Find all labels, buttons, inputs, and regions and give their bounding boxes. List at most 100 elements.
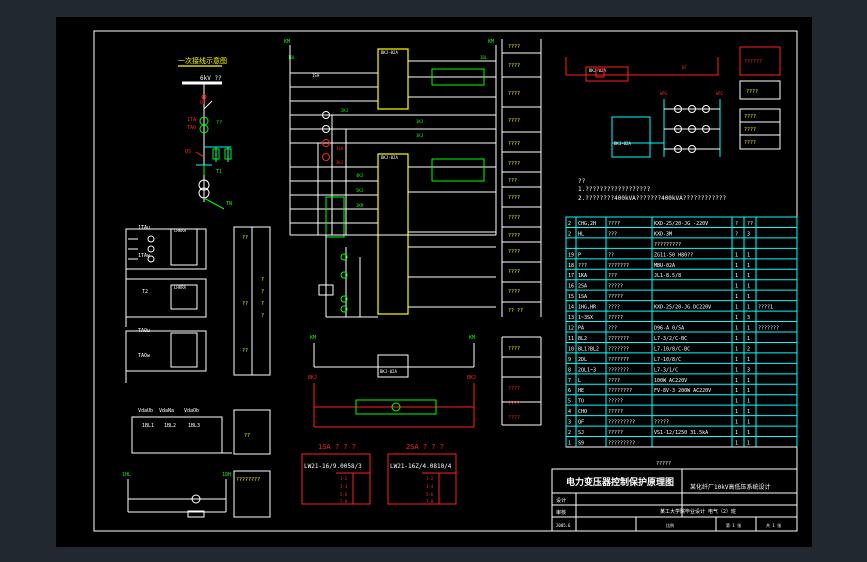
contact-4: 1SA — [336, 146, 344, 151]
tr-relay-2: BKJ-02A — [614, 141, 631, 146]
top-right-circuit: BKJ-02A QF ?????? ???? WPS WP2 BKJ-02A ?… — [565, 46, 781, 158]
materials-cell-no: 18 — [568, 263, 574, 269]
materials-cell-no: 19 — [568, 252, 574, 258]
materials-cell-unit: 1 — [747, 273, 750, 279]
materials-cell-qty: 1 — [735, 326, 738, 332]
materials-cell-name: ????????? — [608, 420, 635, 426]
materials-cell-code: BL2 — [578, 336, 587, 342]
materials-cell-spec: L7-3/2/C-BC — [654, 336, 687, 342]
materials-cell-code: 1SA — [578, 294, 587, 300]
materials-cell-unit: 2 — [747, 346, 750, 352]
materials-cell-unit: 1 — [747, 326, 750, 332]
materials-cell-qty: 1 — [735, 273, 738, 279]
bus-label: 6kV ?? — [200, 75, 222, 82]
materials-cell-unit: 1 — [747, 252, 750, 258]
materials-cell-qty: 1 — [735, 367, 738, 373]
notes-line-2: 2.????????400kVA???????400kVA???????????… — [578, 195, 726, 202]
qs-label: QS — [185, 149, 191, 155]
materials-cell-name: ???? — [608, 221, 620, 227]
materials-cell-unit: 1 — [747, 420, 750, 426]
ct-tag-3: T2 — [142, 289, 148, 295]
tr-box-4: ???? — [744, 127, 756, 133]
volt-label-2: VdaNa — [159, 408, 174, 414]
volt-label-3: VdaOb — [184, 408, 199, 414]
date-label: 2005.6 — [556, 523, 571, 528]
materials-cell-spec: L7-10/8/C-BC — [654, 346, 690, 352]
contact-7: 5KJ — [356, 188, 363, 193]
qf-label: QF — [200, 100, 206, 106]
materials-cell-code: HL — [578, 231, 584, 237]
drawing-title: 电力变压器控制保护原理图 — [566, 476, 674, 488]
materials-cell-name: ??? — [608, 231, 617, 237]
lower-right-bus: KM — [469, 335, 475, 341]
materials-cell-qty: 1 — [735, 399, 738, 405]
materials-cell-qty: 1 — [735, 430, 738, 436]
materials-cell-name: ????????? — [608, 441, 635, 447]
switch-table-2-title: 2SA ? ? ? — [406, 443, 444, 451]
ctrl-note-13: ???? — [508, 289, 520, 295]
materials-cell-qty: ? — [735, 231, 738, 237]
tr-box-1: ?????? — [744, 59, 762, 65]
materials-cell-qty: 1 — [735, 315, 738, 321]
materials-cell-name: ??????? — [608, 336, 629, 342]
materials-cell-spec: JL1-8.5/8 — [654, 273, 681, 279]
signal-circuit: 1HL 1DH ???????? — [122, 470, 271, 518]
volt-label-1: VdaUb — [138, 408, 153, 414]
materials-cell-spec: 100W AC220V — [654, 378, 687, 384]
ct-group-label-2: ?? — [242, 301, 248, 307]
materials-cell-spec: ????? — [654, 420, 669, 426]
notes-heading: ?? — [578, 178, 586, 185]
materials-cell-spec: KXD-25/20-JG DC220V — [654, 305, 711, 311]
materials-cell-spec: KXD-3M — [654, 231, 672, 237]
signal-note: ???????? — [236, 477, 260, 483]
ctrl-note-11: ???? — [508, 249, 520, 255]
materials-cell-spec: VS1-12/1250 31.5kA — [654, 430, 708, 436]
ta-label: 1TA — [187, 117, 196, 123]
materials-cell-qty: 1 — [735, 357, 738, 363]
materials-cell-code: 2QL1~3 — [578, 367, 596, 373]
materials-cell-no: 9 — [568, 357, 571, 363]
materials-cell-name: ??????? — [608, 263, 629, 269]
materials-cell-spec: L7-3/1/C — [654, 367, 678, 373]
materials-cell-unit: 1 — [747, 263, 750, 269]
materials-cell-unit: 1 — [747, 336, 750, 342]
materials-cell-name: ???????? — [608, 388, 632, 394]
materials-cell-qty: 1 — [735, 263, 738, 269]
materials-footer: ????? — [656, 461, 671, 467]
lower-note-1: ???? — [508, 346, 520, 352]
ctrl-fuse-left: 1BL — [288, 55, 296, 60]
ct-stack-1: ? — [261, 277, 264, 283]
materials-cell-code: CHO — [578, 409, 587, 415]
materials-cell-no: 5 — [568, 399, 571, 405]
materials-cell-qty: 1 — [735, 336, 738, 342]
materials-cell-unit: 3 — [747, 367, 750, 373]
signal-right-label: 1DH — [222, 472, 231, 478]
school-label: 某工大学院毕业设计 电气（2）班 — [660, 508, 736, 515]
materials-cell-name: ????? — [608, 430, 623, 436]
materials-cell-code: TO — [578, 399, 584, 405]
ct-sec-label: ?? — [216, 120, 222, 126]
switch-table-1-title: 1SA ? ? ? — [318, 443, 356, 451]
materials-cell-unit: 1 — [747, 357, 750, 363]
total-label: 共 1 张 — [766, 522, 781, 528]
materials-cell-no: 3 — [568, 420, 571, 426]
materials-cell-no: 8 — [568, 367, 571, 373]
materials-cell-no: 6 — [568, 388, 571, 394]
ct-dev-2: LHKRA — [174, 285, 187, 290]
materials-cell-code: 2DL — [578, 357, 587, 363]
materials-cell-code: CHG,2H — [578, 221, 596, 227]
ctrl-note-3: ???? — [508, 91, 520, 97]
materials-cell-spec: FV-8V-3 200W AC220V — [654, 388, 711, 394]
switch-table-2-row-4: 7-8 — [426, 499, 434, 504]
ct-circuits: 1TAu 1TAw LHKRA T2 LHKRA TAOu TAOw ?? ??… — [125, 225, 271, 383]
ct-stack-4: ? — [261, 313, 264, 319]
materials-cell-unit: 1 — [747, 388, 750, 394]
ctrl-fuse-right: 1BL — [480, 55, 488, 60]
switch-table-1-row-2: 3-4 — [340, 484, 348, 489]
tr-box-3: ???? — [744, 114, 756, 120]
materials-cell-unit: 1 — [747, 399, 750, 405]
switch-table-2: 2SA ? ? ? LW21-16Z/4.0810/4 1-2 3-4 5-6 … — [387, 443, 457, 505]
materials-cell-code: QF — [578, 420, 584, 426]
switch-table-1-model: LW21-16/9.0058/3 — [304, 463, 362, 470]
materials-cell-no: 10 — [568, 346, 574, 352]
